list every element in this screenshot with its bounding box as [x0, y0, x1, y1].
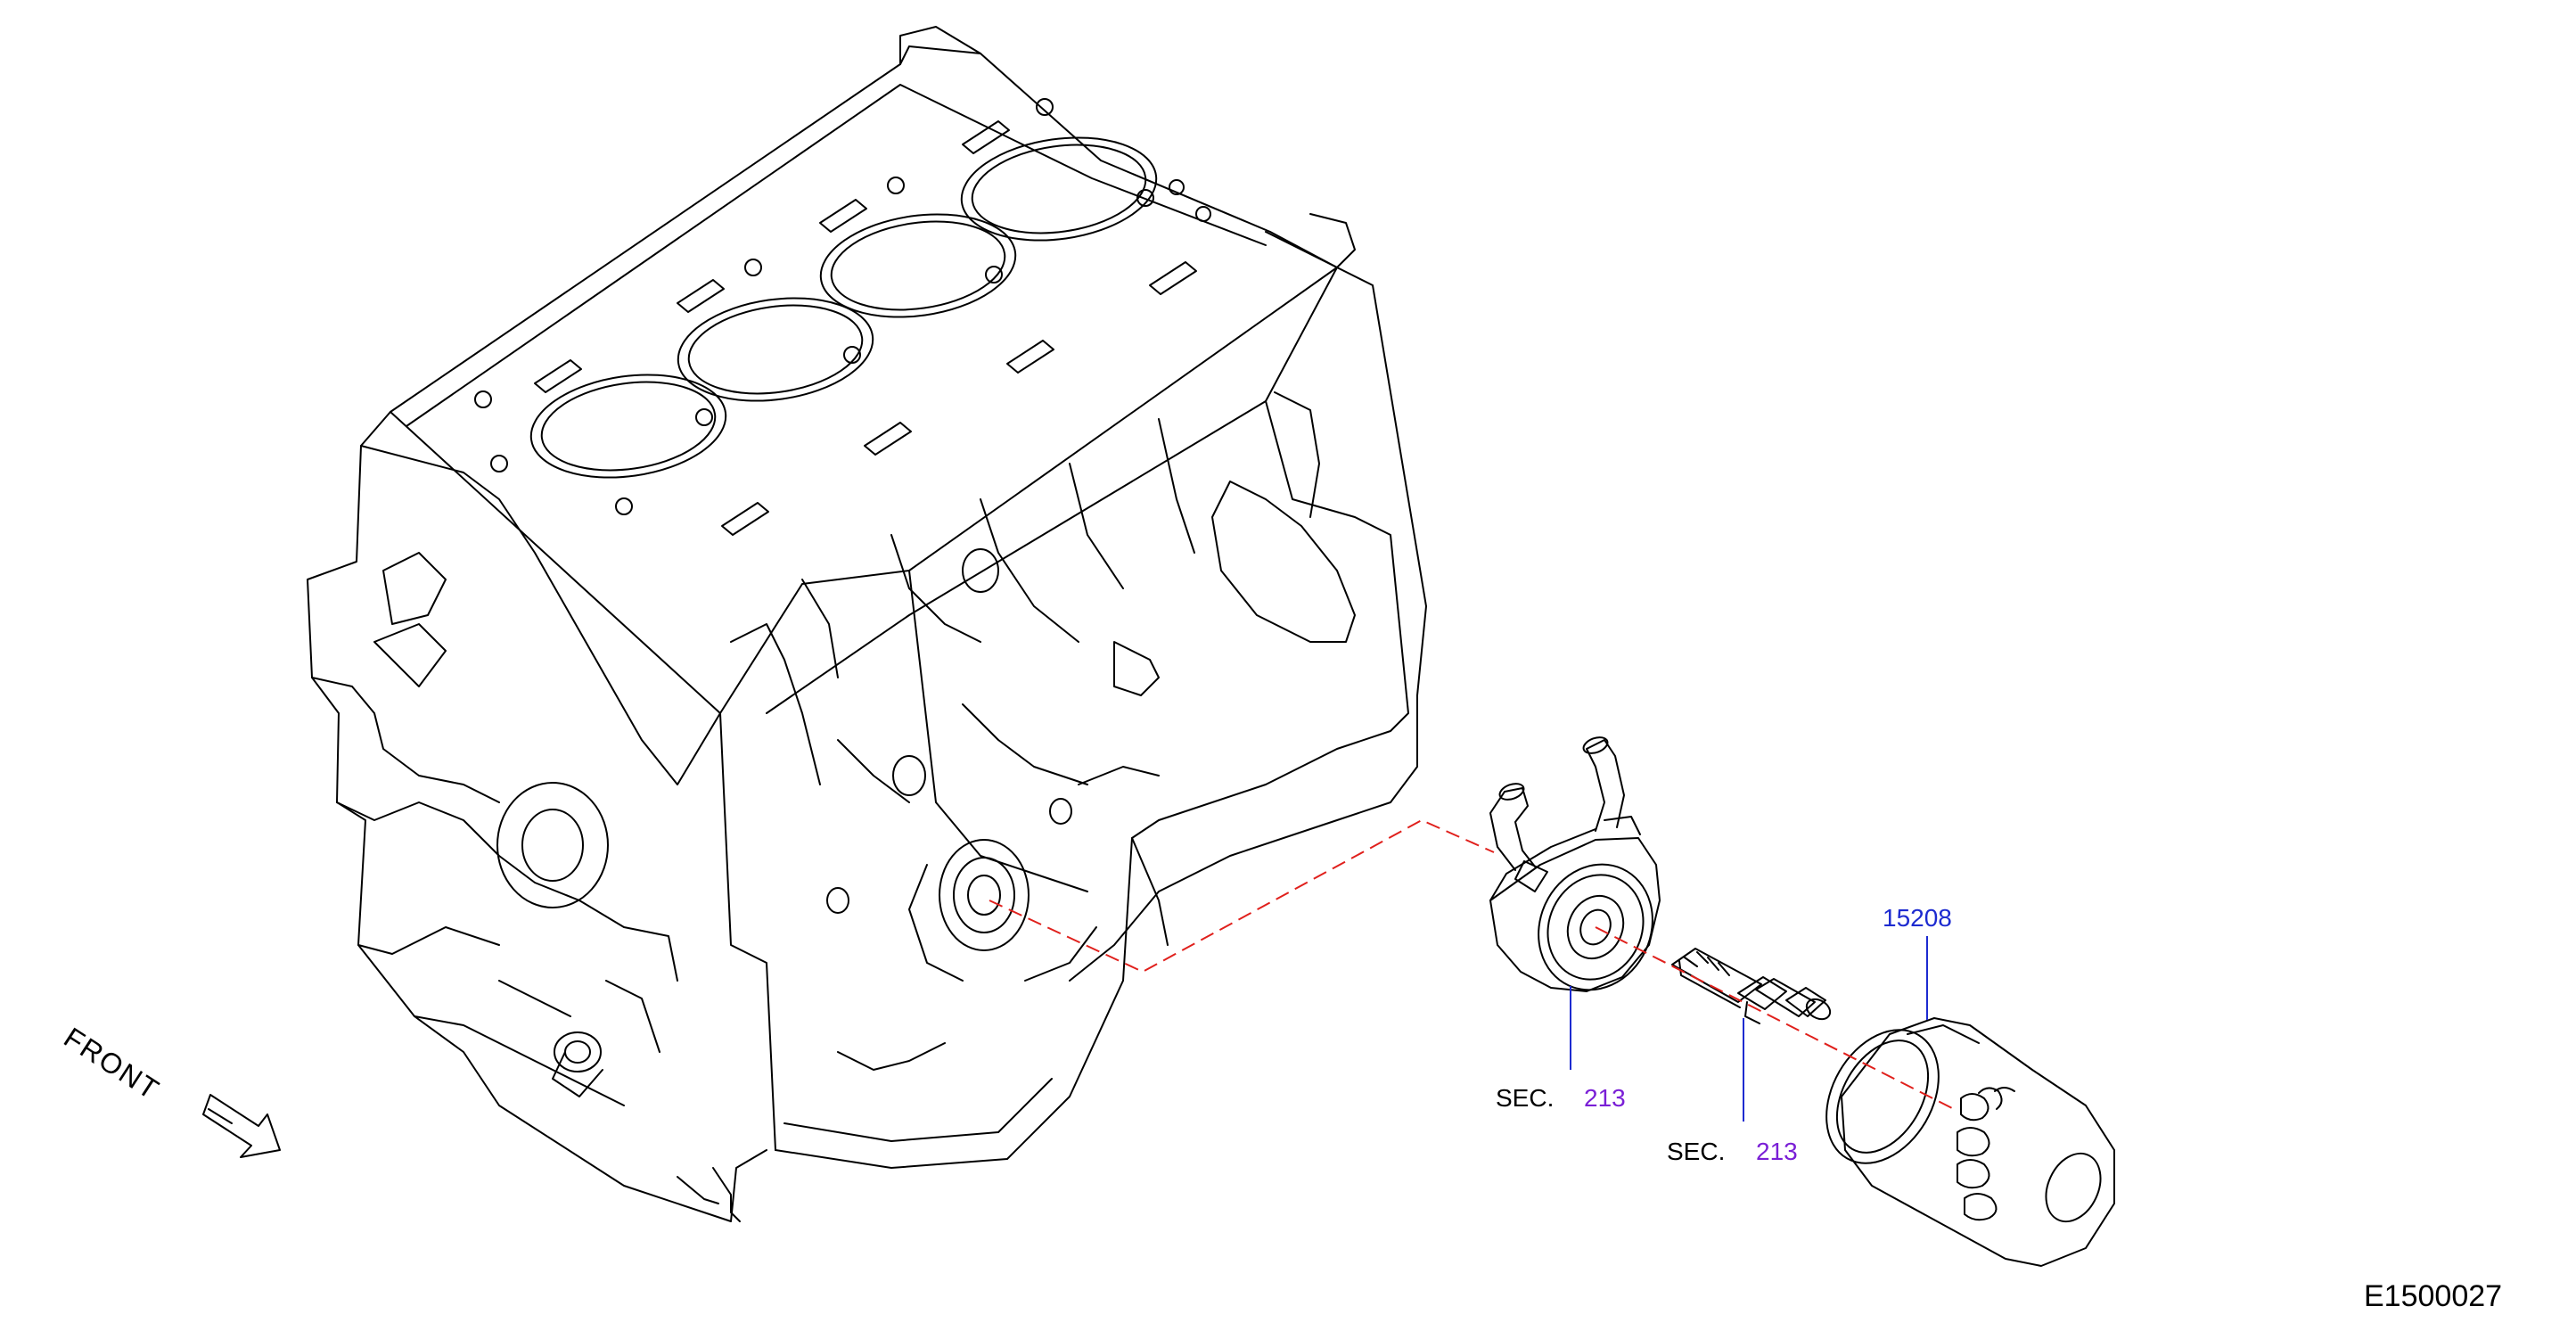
section-prefix-oil-cooler: SEC. — [1496, 1084, 1555, 1112]
engine-block — [307, 26, 1427, 1222]
section-number-oil-cooler[interactable]: 213 — [1584, 1084, 1626, 1112]
deck-bolt-holes — [474, 98, 1211, 515]
assembly-line — [989, 818, 1955, 1110]
leader-lines — [1570, 936, 1928, 1122]
oil-cooler[interactable] — [1489, 735, 1673, 1009]
section-number-connector-bolt[interactable]: 213 — [1756, 1138, 1798, 1165]
section-prefix-connector-bolt: SEC. — [1667, 1138, 1726, 1165]
connector-bolt[interactable] — [1671, 948, 1834, 1024]
cylinder-bores — [529, 136, 1158, 479]
oil-filter[interactable] — [1804, 1010, 2115, 1267]
front-arrow — [202, 1094, 281, 1158]
filter-grip-flutes — [1957, 1087, 2015, 1221]
part-number-oil-filter[interactable]: 15208 — [1883, 904, 1952, 932]
figure-code: E1500027 — [2364, 1279, 2503, 1313]
